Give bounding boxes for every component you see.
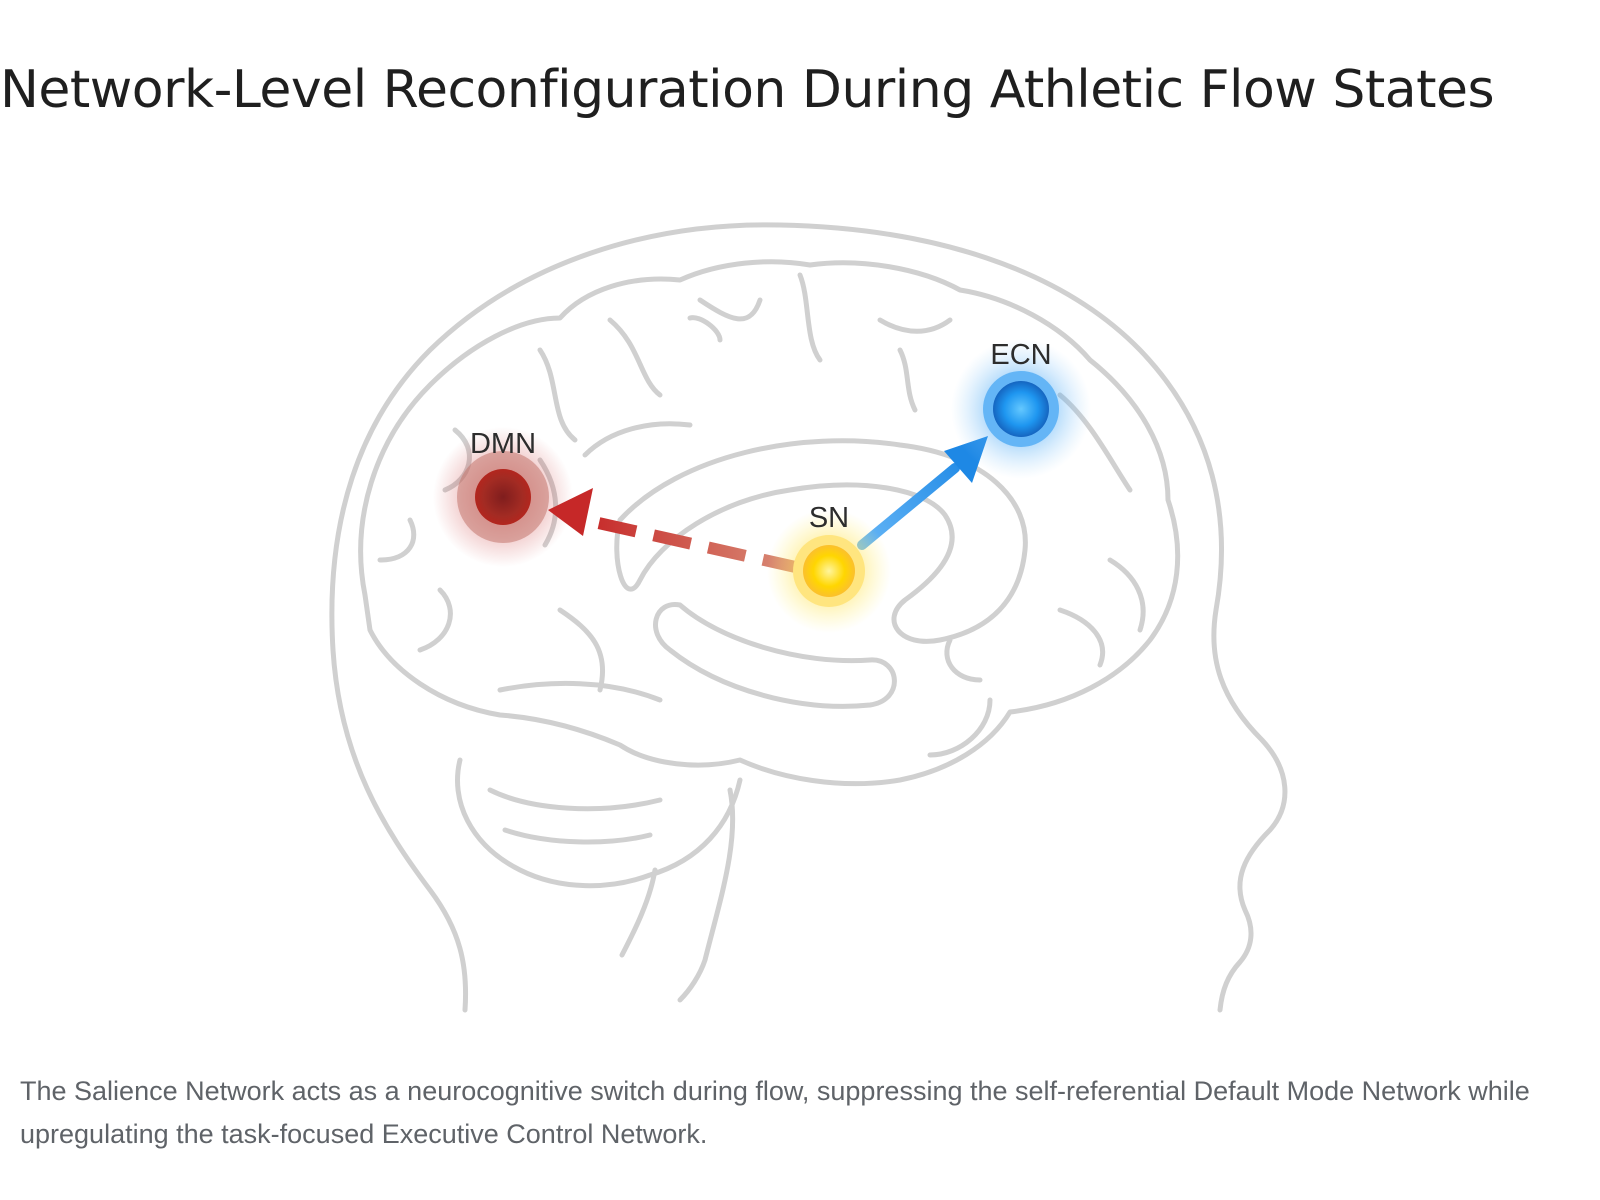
brainstem-outline <box>619 867 658 958</box>
corpus-callosum-outline <box>614 438 1028 644</box>
brain-outline <box>329 222 1288 1013</box>
node-sn: SN <box>767 502 891 633</box>
node-dmn: DMN <box>433 427 573 567</box>
connection-sn-to-dmn <box>548 488 802 574</box>
page-title: Network-Level Reconfiguration During Ath… <box>0 60 1495 120</box>
head-outline <box>329 222 1288 1013</box>
brain-network-diagram: DMN SN ECN <box>329 222 1288 1013</box>
node-ecn: ECN <box>951 339 1091 479</box>
cerebellum-outline <box>455 757 743 889</box>
label-sn: SN <box>809 502 849 534</box>
label-ecn: ECN <box>990 339 1051 371</box>
cerebrum-outline <box>358 259 1181 787</box>
figure-caption: The Salience Network acts as a neurocogn… <box>20 1076 1530 1149</box>
label-dmn: DMN <box>470 428 536 460</box>
